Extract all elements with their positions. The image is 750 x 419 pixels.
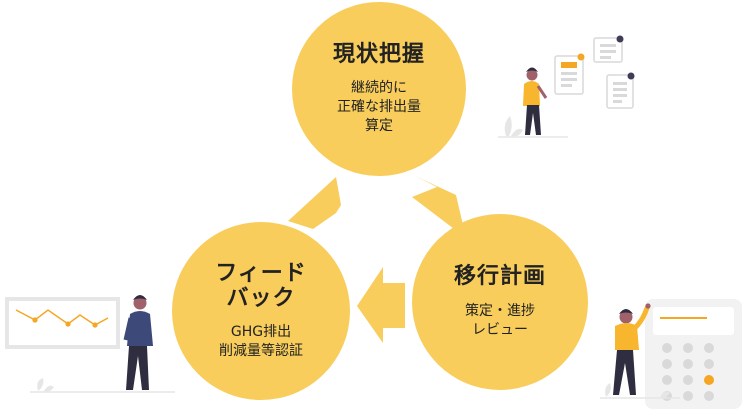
stage-title-feedback: フィード バック [215,261,307,312]
cycle-stage-feedback: フィード バック GHG排出 削減量等認証 [172,222,350,400]
stage-title-line: フィード [215,260,307,286]
stage-title-transition-plan: 移行計画 [453,264,546,290]
person-with-calculator-icon [600,299,742,409]
arrow-right-to-left [357,267,405,343]
stage-title-line: バック [226,286,296,312]
stage-desc-line: 算定 [365,118,393,135]
arrow-top-to-right [412,176,466,238]
stage-desc-line: 継続的に [351,80,407,97]
stage-title-current-status: 現状把握 [332,42,425,68]
person-with-checklists-icon [498,35,635,138]
cycle-stage-transition-plan: 移行計画 策定・進捗 レビュー [412,214,588,390]
stage-desc-line: GHG排出 [230,324,292,341]
stage-desc-transition-plan: 策定・進捗 レビュー [465,302,535,340]
arrow-left-to-top [288,177,341,229]
stage-desc-line: 削減量等認証 [219,343,303,360]
person-with-line-chart-icon [5,295,175,393]
stage-desc-line: 策定・進捗 [465,302,535,319]
stage-desc-line: レビュー [472,321,528,338]
stage-desc-current-status: 継続的に 正確な排出量 算定 [337,79,421,136]
stage-desc-feedback: GHG排出 削減量等認証 [219,323,303,361]
cycle-stage-current-status: 現状把握 継続的に 正確な排出量 算定 [292,2,466,176]
stage-desc-line: 正確な排出量 [337,99,421,116]
